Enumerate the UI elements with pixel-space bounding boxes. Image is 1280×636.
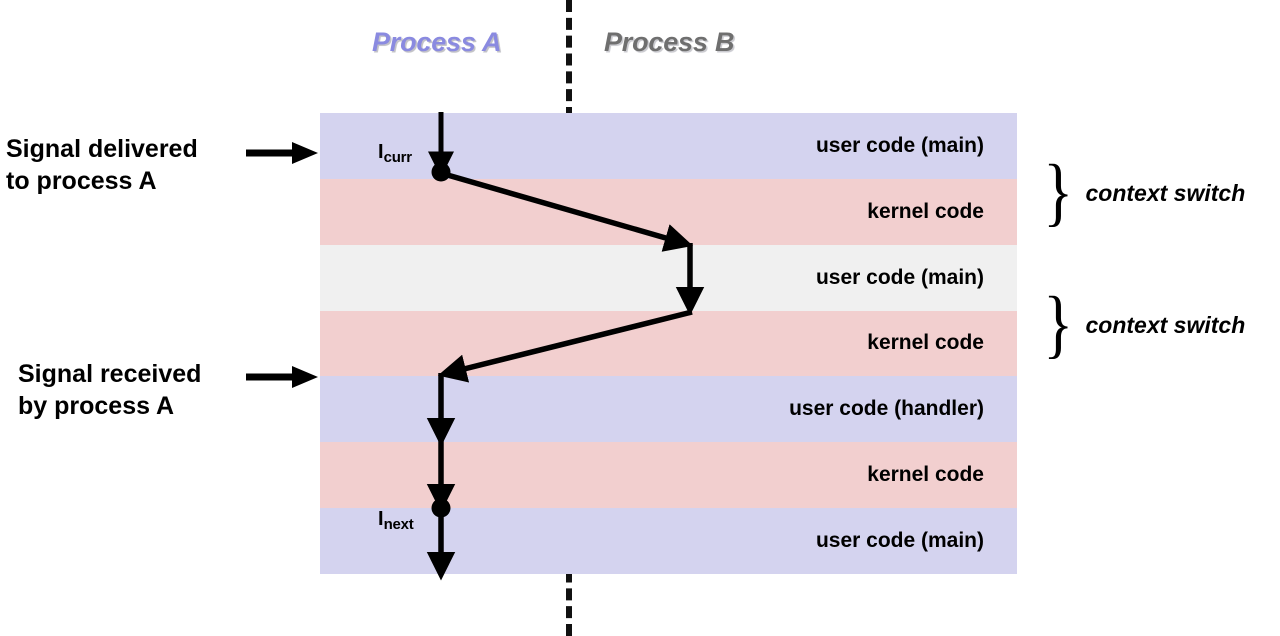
- signal-received-arrow-icon: [246, 366, 318, 388]
- band-user-code-main-1: user code (main): [320, 113, 1017, 179]
- band-label: kernel code: [867, 199, 984, 223]
- context-switch-label: context switch: [1085, 180, 1246, 206]
- instruction-subscript: next: [383, 516, 414, 533]
- instruction-subscript: curr: [383, 149, 413, 166]
- band-label: user code (handler): [789, 397, 984, 421]
- band-label: kernel code: [867, 463, 984, 487]
- signal-delivered-arrow-icon: [246, 142, 318, 164]
- execution-band-stack: user code (main) kernel code user code (…: [320, 113, 1017, 574]
- band-label: user code (main): [815, 529, 984, 553]
- band-kernel-code-1: kernel code: [320, 178, 1017, 245]
- band-kernel-code-2: kernel code: [320, 310, 1017, 377]
- process-a-header: Process A: [372, 27, 502, 57]
- instruction-label-curr: Icurr: [378, 141, 413, 166]
- band-user-code-main-3: user code (main): [320, 508, 1017, 574]
- instruction-label-next: Inext: [378, 508, 414, 533]
- process-b-header: Process B: [604, 27, 735, 57]
- signal-received-note: Signal received by process A: [18, 360, 202, 420]
- signal-delivered-note: Signal delivered to process A: [6, 135, 198, 195]
- instruction-base: I: [378, 141, 384, 163]
- band-label: kernel code: [867, 331, 984, 355]
- band-user-code-handler: user code (handler): [320, 376, 1017, 443]
- band-label: user code (main): [815, 133, 984, 157]
- context-switch-label: context switch: [1085, 312, 1246, 338]
- band-kernel-code-3: kernel code: [320, 442, 1017, 509]
- context-switch-annotation-2: } context switch: [1043, 281, 1246, 366]
- context-switch-annotation-1: } context switch: [1043, 149, 1246, 234]
- band-user-code-main-2: user code (main): [320, 244, 1017, 311]
- instruction-base: I: [378, 508, 384, 530]
- band-label: user code (main): [815, 265, 984, 289]
